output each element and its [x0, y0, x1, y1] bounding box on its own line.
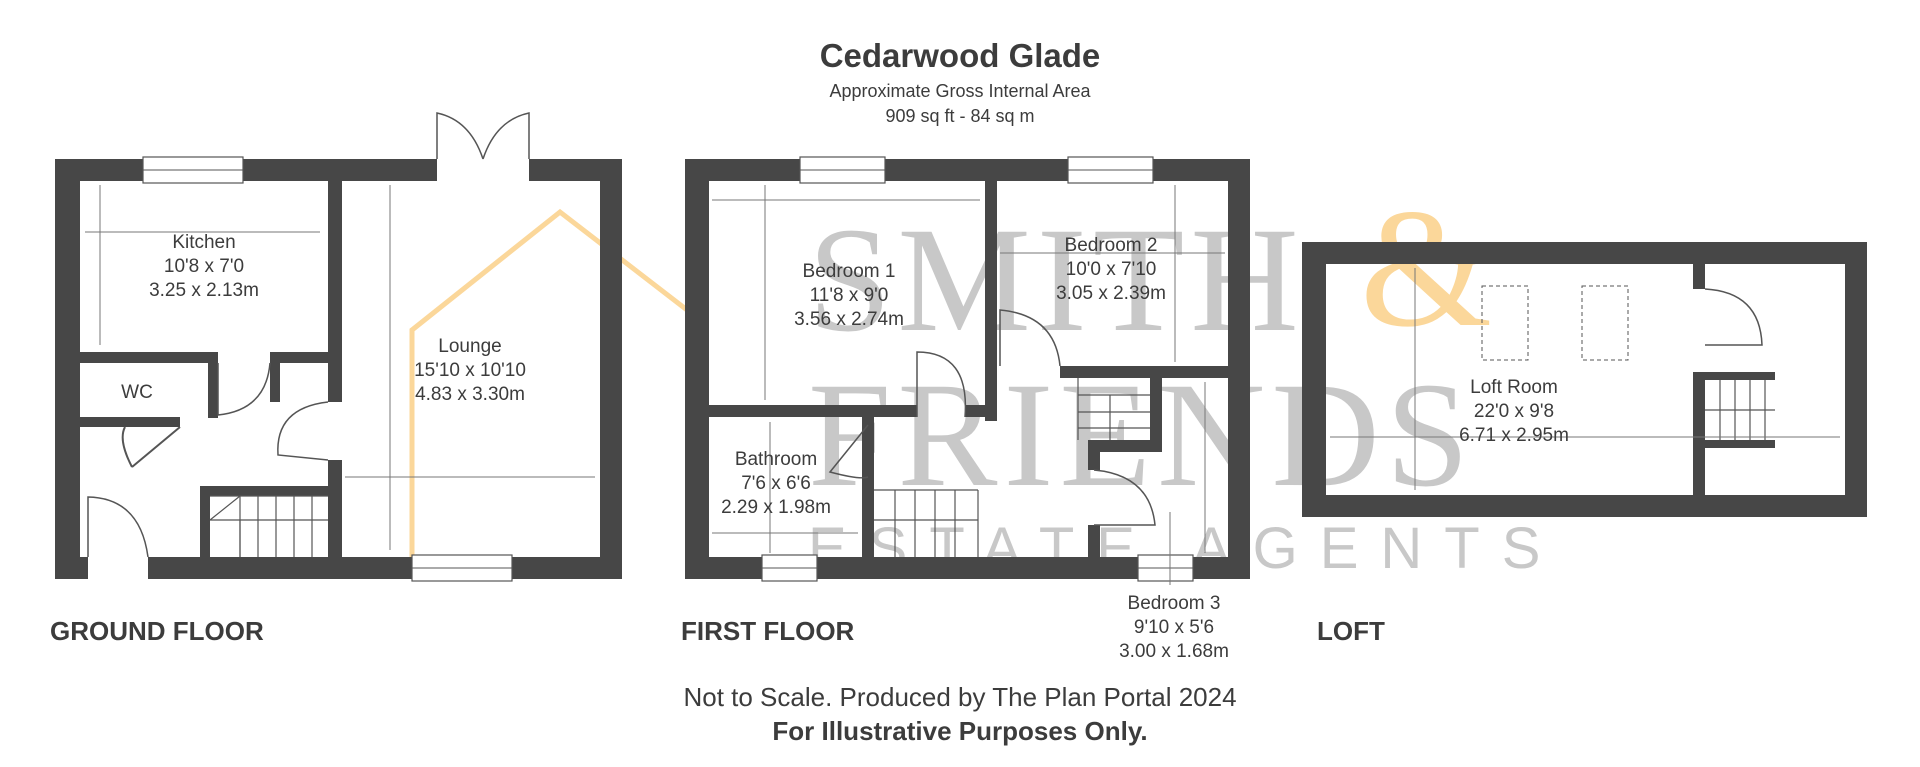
- wall: [270, 352, 328, 363]
- header: Cedarwood Glade Approximate Gross Intern…: [820, 37, 1101, 126]
- loft-plan: [1302, 242, 1867, 517]
- wall: [709, 405, 917, 417]
- wall: [1150, 378, 1162, 452]
- wall: [985, 181, 997, 421]
- ground-floor-label: GROUND FLOOR: [50, 616, 264, 646]
- wall: [600, 159, 622, 579]
- wall: [1060, 366, 1228, 378]
- bedroom1-door: [916, 351, 967, 418]
- bedroom2-metric: 3.05 x 2.39m: [1056, 283, 1166, 304]
- bathroom-door: [828, 424, 869, 479]
- bedroom1-label: Bedroom 1: [803, 261, 896, 282]
- wall: [200, 486, 328, 496]
- first-floor-label: FIRST FLOOR: [681, 616, 855, 646]
- watermark-line1: SMITH: [808, 197, 1305, 363]
- loftroom-metric: 6.71 x 2.95m: [1459, 425, 1569, 446]
- plan-title: Cedarwood Glade: [820, 37, 1101, 74]
- plan-subtitle: Approximate Gross Internal Area: [829, 81, 1091, 101]
- wall: [1705, 440, 1775, 448]
- bedroom3-imperial: 9'10 x 5'6: [1134, 617, 1214, 638]
- wall: [1845, 242, 1867, 517]
- wall: [685, 159, 1250, 181]
- footer-note: Not to Scale. Produced by The Plan Porta…: [683, 682, 1236, 712]
- ground-floor-openings: [85, 112, 595, 582]
- wc-label: WC: [121, 382, 153, 403]
- loftroom-label: Loft Room: [1470, 377, 1558, 398]
- kitchen-imperial: 10'8 x 7'0: [164, 256, 244, 277]
- bedroom3-metric: 3.00 x 1.68m: [1119, 641, 1229, 662]
- bedroom3-label: Bedroom 3: [1128, 593, 1221, 614]
- french-doors: [436, 112, 530, 160]
- bedroom1-metric: 3.56 x 2.74m: [794, 309, 904, 330]
- wall: [200, 486, 210, 557]
- lounge-door: [277, 401, 329, 461]
- kitchen-label: Kitchen: [172, 232, 235, 253]
- room-labels: Kitchen 10'8 x 7'0 3.25 x 2.13m WC Loung…: [121, 232, 1569, 662]
- watermark: SMITH & FRIENDS ESTATE AGENTS: [409, 174, 1540, 581]
- wall: [80, 417, 180, 427]
- bedroom1-imperial: 11'8 x 9'0: [810, 285, 889, 306]
- bathroom-metric: 2.29 x 1.98m: [721, 497, 831, 518]
- bedroom2-label: Bedroom 2: [1065, 235, 1158, 256]
- bedroom2-door: [999, 309, 1061, 367]
- wall: [208, 352, 218, 418]
- kitchen-door: [217, 362, 271, 416]
- wall: [1088, 525, 1100, 557]
- skylight: [1481, 285, 1529, 361]
- dimension-markers: [85, 185, 595, 550]
- wc-door: [121, 426, 181, 468]
- wall: [1302, 242, 1326, 517]
- watermark-house-outline: [409, 208, 702, 560]
- plan-area: 909 sq ft - 84 sq m: [885, 106, 1034, 126]
- loftroom-imperial: 22'0 x 9'8: [1474, 401, 1554, 422]
- lounge-imperial: 15'10 x 10'10: [414, 360, 526, 381]
- wall: [685, 557, 1250, 579]
- loft-label: LOFT: [1317, 616, 1385, 646]
- ground-stairs: [209, 495, 328, 557]
- wall: [685, 159, 709, 579]
- ground-floor-plan: [55, 159, 622, 579]
- wall: [862, 477, 874, 557]
- wall: [55, 159, 622, 181]
- loft-stairs: [1705, 380, 1775, 440]
- wall: [1693, 264, 1705, 289]
- bedroom2-imperial: 10'0 x 7'10: [1066, 259, 1157, 280]
- wall: [1088, 440, 1162, 452]
- first-floor-stairs: [874, 378, 1150, 557]
- wall: [80, 352, 218, 363]
- wall: [1693, 372, 1705, 495]
- wall: [1302, 495, 1867, 517]
- floor-labels: GROUND FLOOR FIRST FLOOR LOFT: [50, 616, 1385, 646]
- dimension-markers: [1330, 268, 1840, 490]
- footer-disclaimer: For Illustrative Purposes Only.: [772, 716, 1147, 746]
- lounge-label: Lounge: [438, 336, 501, 357]
- footer: Not to Scale. Produced by The Plan Porta…: [683, 682, 1236, 746]
- wall: [1705, 372, 1775, 380]
- wall: [862, 417, 874, 477]
- wall: [55, 159, 80, 579]
- front-door-gap: [88, 555, 148, 581]
- kitchen-metric: 3.25 x 2.13m: [149, 280, 259, 301]
- front-door: [87, 496, 149, 558]
- first-floor-openings: [712, 156, 1225, 585]
- wall: [328, 181, 342, 557]
- wall: [1088, 440, 1100, 470]
- bedroom3-door: [1093, 469, 1156, 526]
- skylight: [1581, 285, 1629, 361]
- french-door-gap: [437, 157, 529, 183]
- watermark-ampersand: &: [1360, 174, 1492, 362]
- wall: [1302, 242, 1867, 264]
- bathroom-label: Bathroom: [735, 449, 817, 470]
- dimension-markers: [712, 185, 1225, 585]
- lounge-metric: 4.83 x 3.30m: [415, 384, 525, 405]
- wall: [270, 352, 280, 402]
- loft-openings: [1330, 268, 1840, 490]
- bathroom-imperial: 7'6 x 6'6: [741, 473, 811, 494]
- wall: [1228, 159, 1250, 579]
- loft-door: [1704, 288, 1763, 346]
- wall: [965, 405, 997, 417]
